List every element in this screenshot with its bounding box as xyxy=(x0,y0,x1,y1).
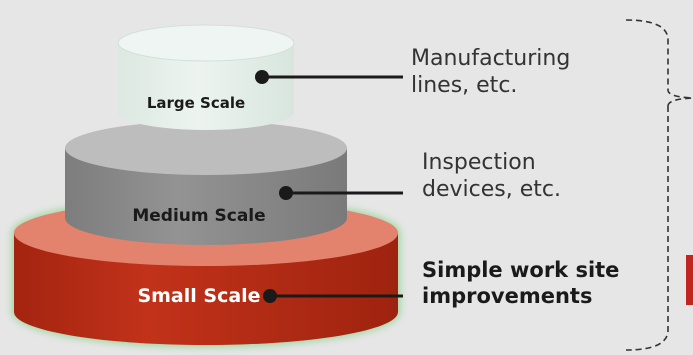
tier-label-small: Small Scale xyxy=(137,285,261,307)
tier-label-large: Large Scale xyxy=(146,94,246,112)
connector-small-dot xyxy=(263,289,277,303)
medium-scale-cylinder xyxy=(65,121,347,245)
large-scale-side xyxy=(118,43,294,130)
accent-fragment xyxy=(686,255,693,305)
large-scale-cylinder xyxy=(117,24,295,130)
tier-description-large-line-1: Manufacturing xyxy=(411,46,571,71)
tier-description-medium-line-2: devices, etc. xyxy=(422,176,561,202)
large-scale-top xyxy=(117,24,295,62)
tier-description-large-line-2: lines, etc. xyxy=(411,72,518,98)
tier-description-medium-line-1: Inspection xyxy=(422,150,536,175)
tier-description-medium: Inspection devices, etc. xyxy=(422,150,561,204)
medium-scale-top xyxy=(65,121,347,175)
tier-description-small-line-1: Simple work site xyxy=(422,258,620,282)
connector-medium-dot xyxy=(279,186,293,200)
connector-medium xyxy=(279,186,403,200)
tier-description-large: Manufacturing lines, etc. xyxy=(411,46,570,100)
medium-scale-side xyxy=(65,148,347,245)
curly-bracket xyxy=(625,19,693,351)
connector-large-dot xyxy=(255,70,269,84)
connector-large xyxy=(255,70,403,84)
tier-description-small-line-2: improvements xyxy=(422,283,593,308)
connector-small xyxy=(263,289,403,303)
tier-description-small: Simple work site improvements xyxy=(422,258,619,309)
tier-label-medium: Medium Scale xyxy=(132,206,266,226)
